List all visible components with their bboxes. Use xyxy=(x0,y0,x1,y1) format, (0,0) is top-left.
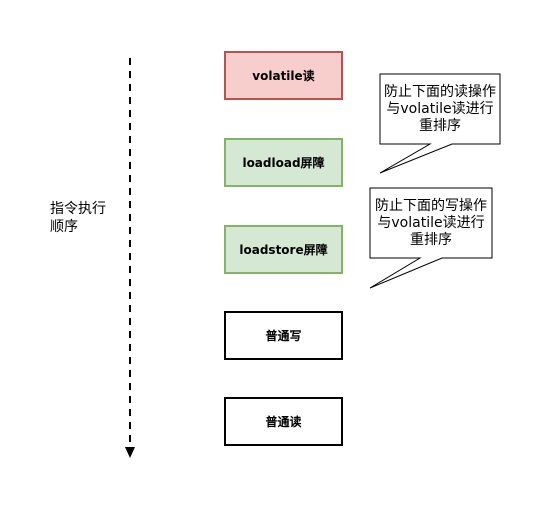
normal-read-box: 普通读 xyxy=(224,397,343,446)
callout-1-text: 防止下面的读操作与volatile读进行重排序 xyxy=(384,84,496,134)
execution-order-label: 指令执行顺序 xyxy=(50,201,106,235)
loadstore-barrier-box: loadstore屏障 xyxy=(224,225,343,274)
callout-1-shape xyxy=(379,73,501,174)
callout-2-text: 防止下面的写操作与volatile读进行重排序 xyxy=(375,198,487,248)
loadload-barrier-box: loadload屏障 xyxy=(224,138,343,187)
callout-2-shape xyxy=(369,187,493,289)
volatile-read-box: volatile读 xyxy=(224,51,343,100)
normal-write-box: 普通写 xyxy=(224,311,343,360)
timeline-arrowhead xyxy=(125,447,135,458)
